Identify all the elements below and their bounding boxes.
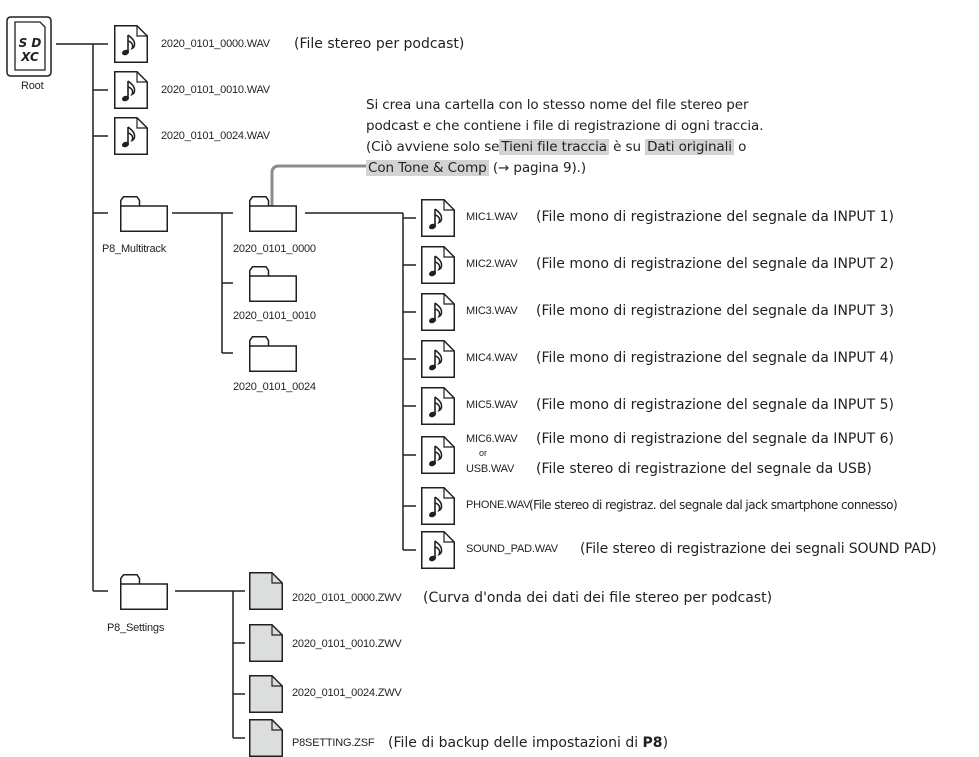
note-text: (Ciò avviene solo se [366,139,500,155]
blank-file-icon [249,675,283,713]
settings-file-desc: (Curva d'onda dei dati dei file stereo p… [423,590,773,606]
folder-label-multitrack: P8_Multitrack [102,243,167,255]
track-file-name: MIC1.WAV [466,211,518,223]
folder-icon [249,266,297,302]
folder-icon [120,196,168,232]
root-file-desc: (File stereo per podcast) [294,36,465,52]
music-note-file-icon [421,487,455,525]
settings-file-name: 2020_0101_0000.ZWV [292,592,402,604]
track-file-name: SOUND_PAD.WAV [466,543,558,555]
track-file-desc: (File mono di registrazione del segnale … [536,209,894,225]
track-file-name: MIC5.WAV [466,399,518,411]
track-file-desc: (File mono di registrazione del segnale … [536,303,894,319]
music-note-file-icon [421,293,455,331]
note-line: podcast e che contiene i file di registr… [366,118,764,134]
value-highlight: Dati originali [645,139,734,155]
track-file-desc: (File mono di registrazione del segnale … [536,256,894,272]
music-note-file-icon [114,71,148,109]
root-file-name: 2020_0101_0024.WAV [161,130,270,142]
track-file-desc: (File stereo di registraz. del segnale d… [529,498,898,512]
music-note-file-icon [421,531,455,569]
root-file-name: 2020_0101_0000.WAV [161,38,270,50]
music-note-file-icon [421,340,455,378]
setting-highlight: Tieni file traccia [499,139,609,155]
track-file-name: MIC3.WAV [466,305,518,317]
blank-file-icon [249,572,283,610]
note-text: (→ pagina 9).) [488,160,586,176]
folder-icon [249,336,297,372]
subfolder-label: 2020_0101_0024 [233,381,316,393]
track-file-name: MIC4.WAV [466,352,518,364]
settings-file-name: 2020_0101_0010.ZWV [292,638,402,650]
music-note-file-icon [421,246,455,284]
sd-card-icon: S D XC [6,16,52,77]
callout-line [270,164,366,206]
desc-text: (File di backup delle impostazioni di [388,735,643,751]
root-file-name: 2020_0101_0010.WAV [161,84,270,96]
svg-text:XC: XC [20,50,39,64]
value-highlight: Con Tone & Comp [366,160,489,176]
music-note-file-icon [421,199,455,237]
track-file-desc: (File mono di registrazione del segnale … [536,431,894,447]
music-note-file-icon [421,387,455,425]
track-file-desc: (File stereo di registrazione del segnal… [536,461,872,477]
track-file-name: MIC2.WAV [466,258,518,270]
track-file-desc: (File mono di registrazione del segnale … [536,350,894,366]
music-note-file-icon [114,25,148,63]
music-note-file-icon [421,436,455,474]
folder-label-settings: P8_Settings [107,622,165,634]
desc-text: ) [662,735,669,751]
svg-text:S D: S D [19,36,42,50]
blank-file-icon [249,624,283,662]
root-label: Root [21,80,44,92]
track-file-desc: (File stereo di registrazione dei segnal… [580,541,937,557]
settings-file-desc: (File di backup delle impostazioni di P8… [388,736,668,750]
settings-file-name: 2020_0101_0024.ZWV [292,687,402,699]
connector-lines [56,43,416,739]
product-name: P8 [642,735,663,751]
music-note-file-icon [114,117,148,155]
note-line: Si crea una cartella con lo stesso nome … [366,97,749,113]
subfolder-label: 2020_0101_0010 [233,310,316,322]
or-label: or [479,448,488,458]
settings-file-name: P8SETTING.ZSF [292,737,375,749]
blank-file-icon [249,719,283,757]
track-file-desc: (File mono di registrazione del segnale … [536,397,894,413]
note-text: o [733,139,747,155]
note-text: è su [608,139,646,155]
note-line: Con Tone & Comp (→ pagina 9).) [366,160,586,176]
track-file-name: USB.WAV [466,463,515,475]
folder-icon [120,574,168,610]
track-file-name: PHONE.WAV [466,499,531,511]
subfolder-label: 2020_0101_0000 [233,243,316,255]
track-file-name: MIC6.WAV [466,433,518,445]
